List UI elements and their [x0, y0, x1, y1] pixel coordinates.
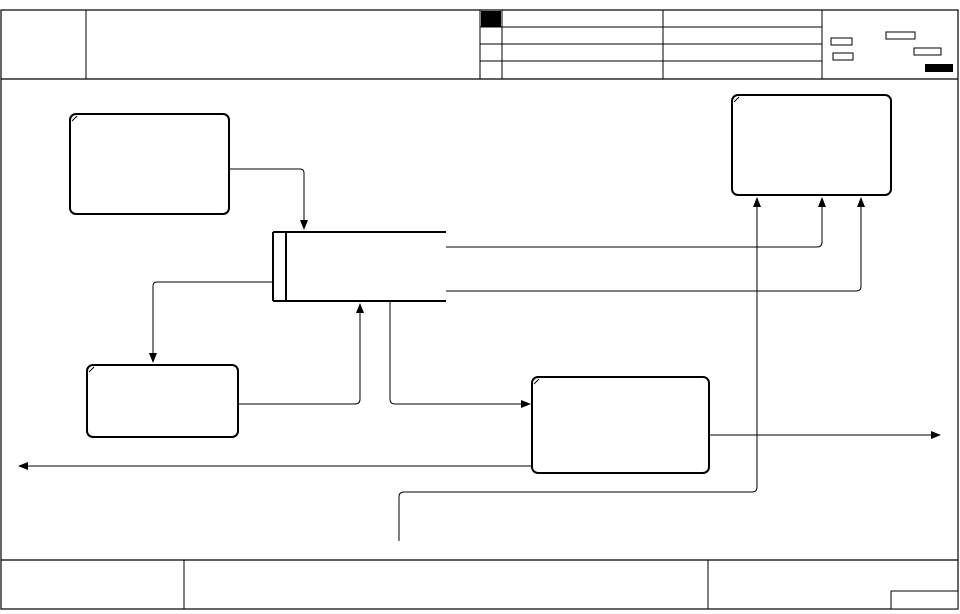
status-box-2 [832, 52, 854, 61]
status-legend [830, 31, 953, 72]
flow-external-to-process4[interactable] [398, 197, 761, 541]
flow-store-to-process3[interactable] [389, 301, 531, 408]
flow-store-to-process2[interactable] [149, 281, 273, 363]
revision-marker-filled [481, 11, 501, 27]
flow-process2-to-store[interactable] [238, 303, 364, 405]
header-title-block [1, 10, 958, 80]
revision-table [480, 10, 822, 79]
status-box-filled [925, 64, 953, 72]
status-box-1 [830, 37, 853, 46]
status-box-4 [913, 47, 942, 56]
process-bottom-left[interactable] [86, 364, 239, 438]
data-flows [18, 168, 941, 541]
flow-process1-to-store[interactable] [229, 168, 308, 230]
status-box-3 [885, 31, 916, 40]
flow-store-to-process4-b[interactable] [446, 197, 865, 292]
data-store[interactable] [272, 231, 446, 302]
footer-page-box [890, 590, 959, 610]
footer-block [1, 559, 959, 610]
flow-store-to-process4-a[interactable] [446, 197, 826, 248]
process-top-right[interactable] [731, 94, 892, 196]
process-top-left[interactable] [69, 113, 230, 215]
process-bottom-right[interactable] [531, 376, 710, 474]
